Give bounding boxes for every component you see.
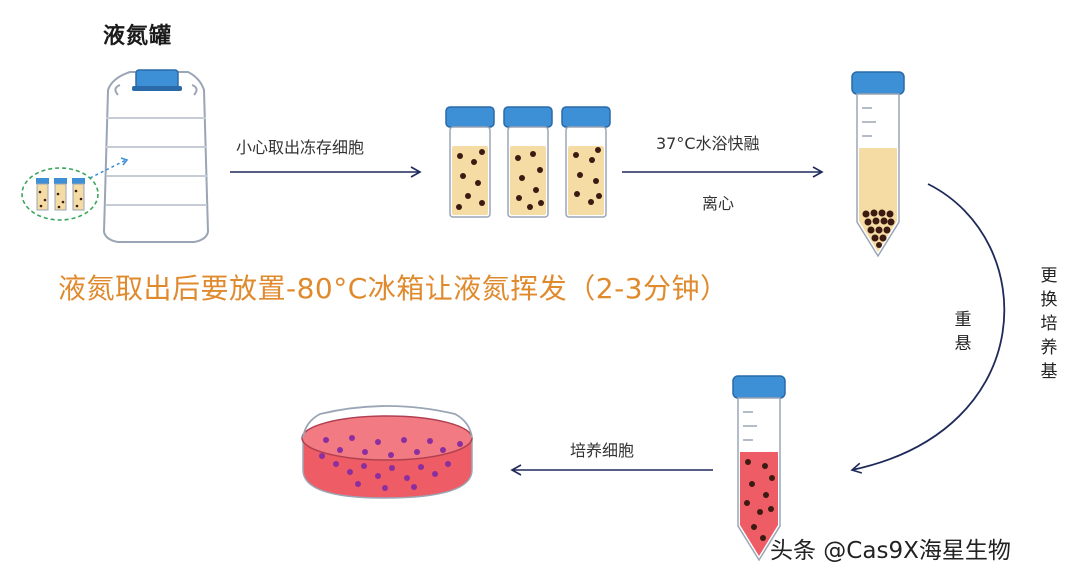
- cryovial-icon: [561, 106, 611, 218]
- centrifuge-tube-icon: [851, 71, 905, 258]
- change-medium-label: 更换培养基: [1040, 266, 1058, 382]
- tank-title: 液氮罐: [103, 24, 173, 49]
- cryovial-icon: [503, 106, 553, 218]
- nitrogen-note: 液氮取出后要放置-80°C冰箱让液氮挥发（2-3分钟）: [58, 272, 729, 305]
- step-centrifuge-label: 离心: [702, 194, 735, 213]
- culture-label: 培养细胞: [570, 441, 635, 460]
- cryovial-icon: [36, 178, 85, 211]
- liquid-nitrogen-tank-icon: [21, 69, 210, 243]
- resuspend-label: 重悬: [954, 310, 972, 354]
- centrifuge-tube-icon: [732, 375, 786, 562]
- cryovial-icon: [445, 106, 495, 218]
- arrow-resuspend: [850, 183, 1006, 474]
- step-take-out-label: 小心取出冻存细胞: [236, 138, 365, 157]
- watermark: 头条 @Cas9X海星生物: [770, 538, 1011, 564]
- petri-dish-icon: [301, 405, 473, 499]
- cryovial-group: [445, 106, 611, 218]
- step-thaw-label: 37°C水浴快融: [656, 134, 760, 153]
